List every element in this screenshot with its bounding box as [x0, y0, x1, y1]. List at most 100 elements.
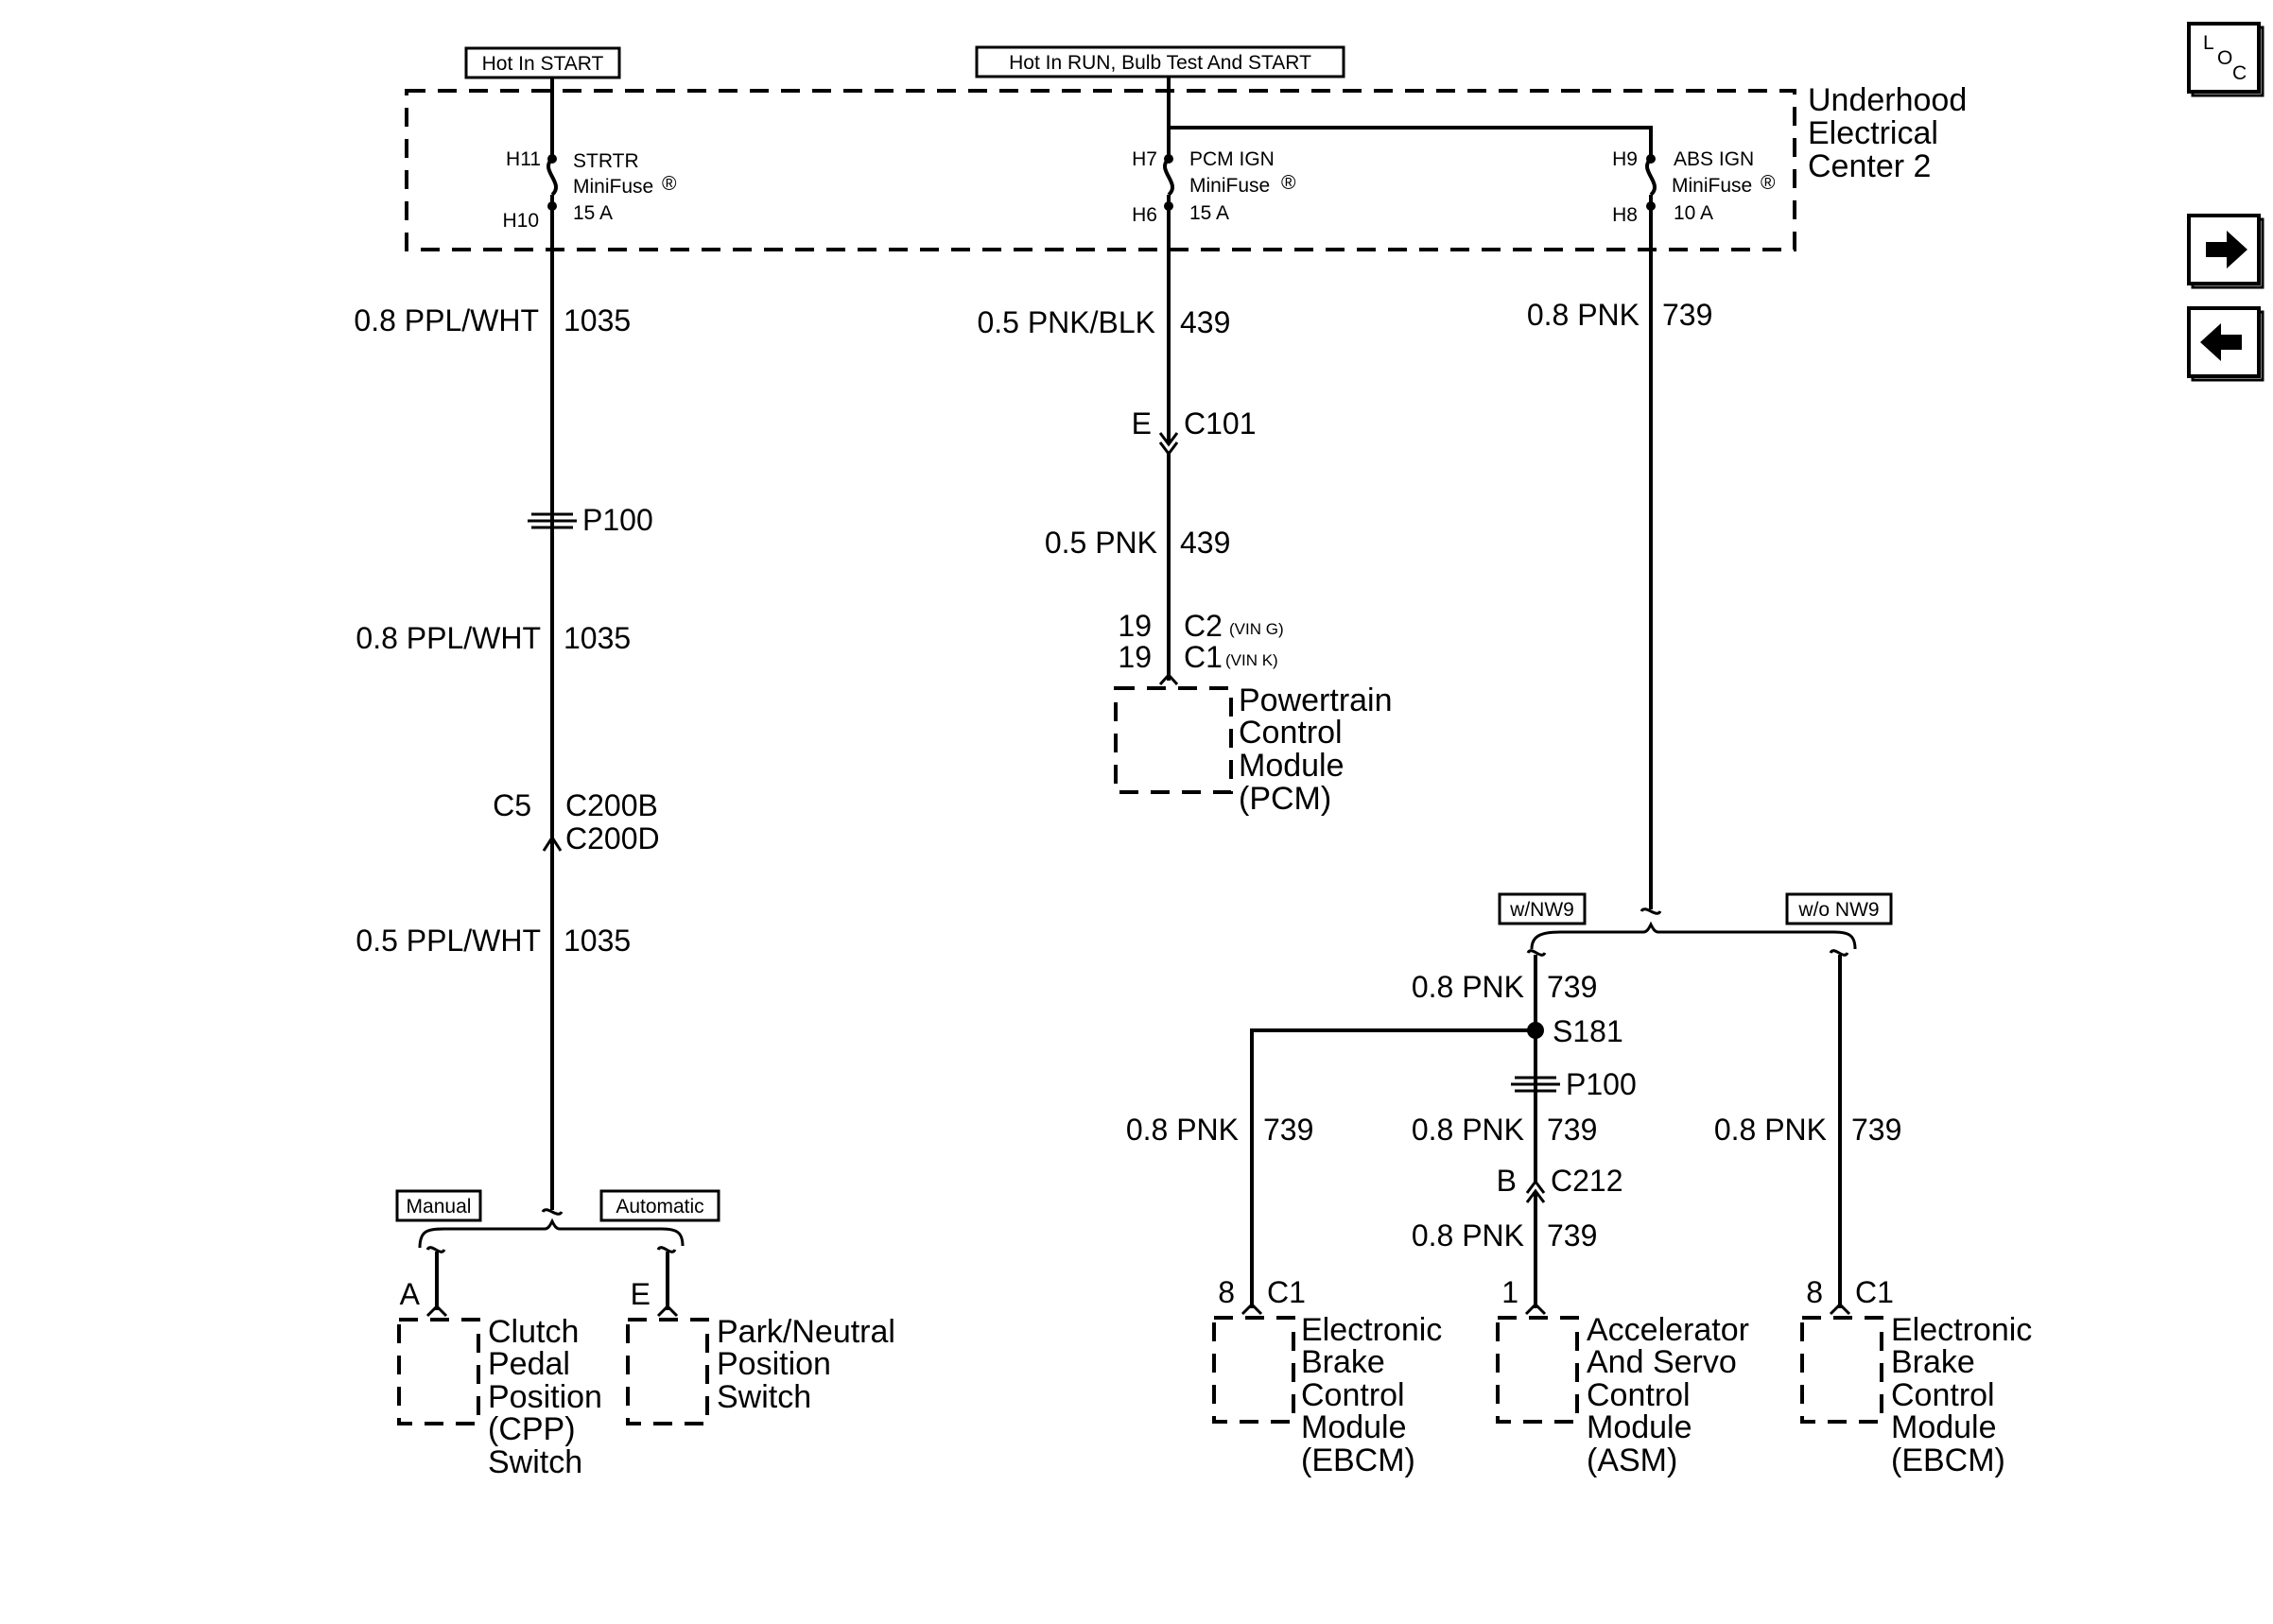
svg-text:Control: Control	[1239, 715, 1343, 751]
svg-text:0.8 PNK: 0.8 PNK	[1527, 298, 1640, 332]
svg-text:19: 19	[1118, 640, 1152, 674]
svg-text:MiniFuse: MiniFuse	[1189, 175, 1270, 197]
svg-text:739: 739	[1662, 298, 1712, 332]
svg-text:(ASM): (ASM)	[1587, 1443, 1677, 1478]
ebcm2-outline	[1800, 1316, 1883, 1424]
option-without-nw9-tag: w/o NW9	[1785, 892, 1893, 925]
svg-text:Module: Module	[1239, 748, 1345, 784]
svg-text:19: 19	[1118, 609, 1152, 643]
svg-text:0.5 PPL/WHT: 0.5 PPL/WHT	[356, 924, 541, 958]
next-page-button[interactable]	[2187, 214, 2264, 289]
svg-text:739: 739	[1547, 1113, 1597, 1147]
svg-text:(VIN K): (VIN K)	[1225, 651, 1278, 669]
svg-text:Control: Control	[1301, 1377, 1405, 1413]
locator-button[interactable]: L O C	[2187, 22, 2264, 97]
svg-text:O: O	[2217, 47, 2232, 69]
svg-text:739: 739	[1547, 1218, 1597, 1253]
svg-text:C5: C5	[493, 788, 531, 822]
svg-text:15 A: 15 A	[1189, 202, 1229, 224]
option-break-with-nw9	[1526, 949, 1547, 957]
option-manual-tag: Manual	[395, 1189, 482, 1222]
svg-text:Electrical: Electrical	[1808, 115, 1938, 151]
ebcm1-label: Electronic Brake Control Module (EBCM)	[1301, 1312, 1442, 1478]
svg-text:0.8 PNK: 0.8 PNK	[1714, 1113, 1827, 1147]
svg-text:Electronic: Electronic	[1891, 1312, 2032, 1348]
svg-text:739: 739	[1263, 1113, 1313, 1147]
svg-text:0.8 PNK: 0.8 PNK	[1126, 1113, 1239, 1147]
previous-page-button[interactable]	[2187, 306, 2264, 382]
svg-text:Electronic: Electronic	[1301, 1312, 1442, 1348]
svg-text:Module: Module	[1301, 1409, 1407, 1445]
wire-gauge-label: 0.8 PPL/WHT	[354, 303, 539, 337]
svg-text:Center 2: Center 2	[1808, 148, 1931, 184]
cpp-switch-outline	[397, 1318, 480, 1425]
svg-text:Switch: Switch	[488, 1444, 582, 1480]
svg-text:C2: C2	[1184, 609, 1223, 643]
splice-s181: S181	[1527, 1014, 1623, 1048]
svg-text:8: 8	[1806, 1275, 1823, 1309]
svg-text:8: 8	[1218, 1275, 1235, 1309]
svg-text:15 A: 15 A	[573, 202, 613, 224]
pass-through-p100-right: P100	[1511, 1067, 1637, 1101]
svg-text:And Servo: And Servo	[1587, 1344, 1737, 1380]
svg-text:0.8 PPL/WHT: 0.8 PPL/WHT	[356, 621, 541, 655]
svg-text:®: ®	[662, 173, 677, 195]
pcm-connector-labels: 19 C2 (VIN G) 19 C1 (VIN K)	[1118, 609, 1284, 686]
pass-through-p100-left: P100	[528, 503, 653, 537]
svg-text:C1: C1	[1184, 640, 1223, 674]
svg-text:Module: Module	[1891, 1409, 1997, 1445]
svg-text:Accelerator: Accelerator	[1587, 1312, 1749, 1348]
svg-text:439: 439	[1180, 305, 1230, 339]
asm-outline	[1496, 1316, 1579, 1424]
option-bracket-transmission	[418, 1208, 685, 1249]
svg-text:H8: H8	[1612, 204, 1638, 226]
connector-terminal-asm	[1524, 1302, 1547, 1316]
svg-text:L: L	[2203, 32, 2214, 54]
cpp-switch-label: Clutch Pedal Position (CPP) Switch	[488, 1314, 602, 1480]
svg-text:Brake: Brake	[1891, 1344, 1975, 1380]
arrow-right-icon	[2206, 231, 2247, 268]
svg-text:STRTR: STRTR	[573, 150, 639, 172]
svg-text:C1: C1	[1855, 1275, 1894, 1309]
svg-text:0.5 PNK/BLK: 0.5 PNK/BLK	[977, 305, 1155, 339]
svg-text:C212: C212	[1551, 1164, 1623, 1198]
svg-text:Park/Neutral: Park/Neutral	[717, 1314, 895, 1350]
svg-text:Switch: Switch	[717, 1379, 811, 1415]
svg-text:w/o NW9: w/o NW9	[1797, 899, 1879, 921]
svg-text:0.5 PNK: 0.5 PNK	[1045, 526, 1157, 560]
svg-text:Control: Control	[1587, 1377, 1691, 1413]
option-break-manual	[425, 1246, 446, 1253]
pnp-switch-outline	[626, 1318, 709, 1425]
pcm-label: Powertrain Control Module (PCM)	[1239, 682, 1393, 817]
svg-text:0.8 PNK: 0.8 PNK	[1412, 970, 1524, 1004]
connector-terminal-pnp	[656, 1304, 679, 1318]
connector-c101: E C101	[1132, 406, 1257, 457]
connector-c212: B C212	[1497, 1164, 1623, 1203]
svg-text:(VIN G): (VIN G)	[1229, 620, 1284, 638]
option-automatic-tag: Automatic	[599, 1189, 720, 1222]
svg-text:Hot In RUN, Bulb Test And STAR: Hot In RUN, Bulb Test And START	[1009, 52, 1311, 74]
option-break-without-nw9	[1829, 949, 1849, 957]
svg-text:B: B	[1497, 1164, 1517, 1198]
svg-text:w/NW9: w/NW9	[1509, 899, 1574, 921]
svg-text:®: ®	[1761, 172, 1776, 194]
svg-text:H11: H11	[506, 148, 541, 170]
svg-text:(CPP): (CPP)	[488, 1411, 576, 1447]
connector-terminal-cpp	[425, 1304, 448, 1318]
wire-739-ebcm	[1250, 1028, 1536, 1308]
svg-text:E: E	[1132, 406, 1152, 441]
svg-text:Position: Position	[717, 1346, 831, 1382]
svg-text:Module: Module	[1587, 1409, 1692, 1445]
option-bracket-nw9	[1530, 907, 1857, 950]
connector-terminal-ebcm1	[1241, 1302, 1263, 1316]
svg-text:H9: H9	[1612, 148, 1638, 170]
svg-text:H10: H10	[502, 210, 539, 232]
fuse-pcm-ign: H7 H6 PCM IGN MiniFuse ® 15 A	[1132, 148, 1296, 226]
svg-text:(EBCM): (EBCM)	[1891, 1443, 2005, 1478]
svg-text:(PCM): (PCM)	[1239, 781, 1331, 817]
ebcm1-outline	[1212, 1316, 1295, 1424]
svg-text:E: E	[631, 1277, 651, 1311]
svg-text:Manual: Manual	[407, 1196, 472, 1218]
svg-text:MiniFuse: MiniFuse	[1672, 175, 1752, 197]
svg-text:739: 739	[1851, 1113, 1901, 1147]
